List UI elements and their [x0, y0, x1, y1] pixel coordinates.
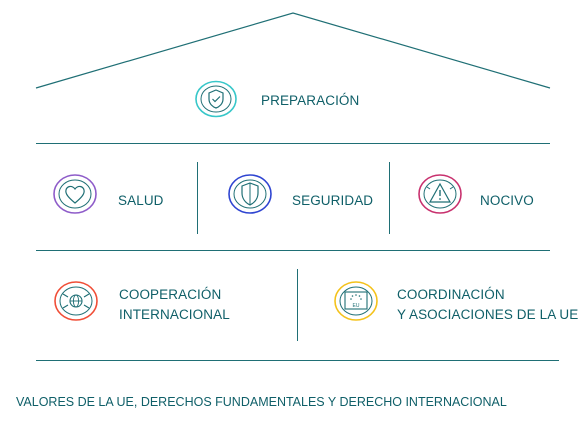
shield-check-icon: [194, 79, 238, 119]
eu-flag-text: EU: [353, 303, 360, 309]
pillar-label-salud: SALUD: [118, 193, 164, 208]
divider-bottom: [36, 360, 559, 361]
pillar-divider-2: [389, 162, 390, 234]
shield-icon: [227, 173, 273, 215]
base-label-coordinacion-line1: COORDINACIÓN: [397, 287, 505, 302]
warning-triangle-icon: [417, 173, 463, 215]
roof-outline: [35, 12, 551, 89]
base-label-cooperacion-line1: COOPERACIÓN: [119, 287, 222, 302]
pillar-label-preparacion: PREPARACIÓN: [261, 93, 360, 108]
pillar-label-nocivo: NOCIVO: [480, 193, 534, 208]
foundation-label: VALORES DE LA UE, DERECHOS FUNDAMENTALES…: [16, 395, 507, 409]
pillar-divider-1: [197, 162, 198, 234]
divider-top: [36, 143, 550, 144]
base-divider: [297, 269, 298, 341]
eu-flag-icon: EU: [333, 280, 379, 322]
base-label-coordinacion-line2: Y ASOCIACIONES DE LA UE: [397, 307, 579, 322]
globe-hands-icon: [53, 280, 99, 322]
divider-middle: [36, 250, 550, 251]
heart-icon: [52, 173, 98, 215]
pillar-label-seguridad: SEGURIDAD: [292, 193, 374, 208]
base-label-cooperacion-line2: INTERNACIONAL: [119, 307, 230, 322]
